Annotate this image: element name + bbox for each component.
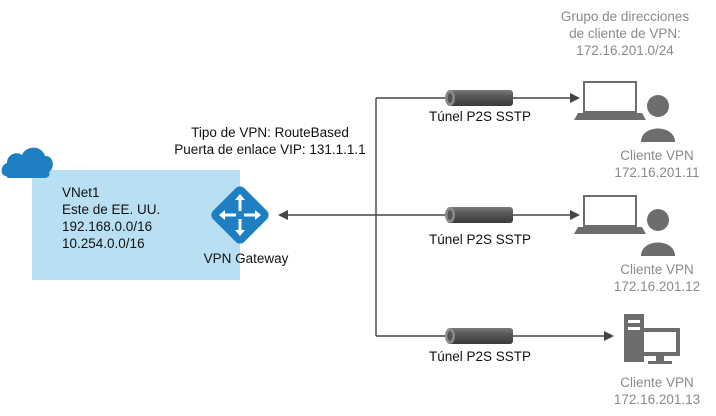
desktop-computer-icon (624, 314, 680, 364)
tunnel-pipe-3 (445, 328, 513, 344)
vnet-box (32, 170, 240, 280)
user-icon (641, 209, 675, 256)
gateway-vip: Puerta de enlace VIP: 131.1.1.1 (174, 142, 366, 157)
vnet-name: VNet1 (62, 185, 100, 200)
gateway-label: VPN Gateway (203, 251, 289, 266)
client-ip: 172.16.201.12 (613, 279, 701, 294)
cloud-icon (1, 147, 53, 178)
tunnel-pipe-2 (445, 207, 513, 223)
tunnel-label: Túnel P2S SSTP (428, 349, 532, 364)
tunnel-pipe-1 (445, 90, 513, 106)
laptop-icon (574, 195, 646, 234)
tunnel-label: Túnel P2S SSTP (428, 109, 532, 124)
pool-title: de cliente de VPN: (569, 26, 681, 41)
vpn-gateway-icon (211, 186, 269, 244)
address-pool: Grupo de direcciones de cliente de VPN: … (540, 8, 710, 59)
client-name: Cliente VPN (620, 262, 694, 277)
client-ip: 172.16.201.11 (614, 165, 700, 180)
vnet-details: VNet1 Este de EE. UU. 192.168.0.0/16 10.… (62, 184, 160, 252)
gateway-info: Tipo de VPN: RouteBased Puerta de enlace… (140, 124, 400, 158)
vnet-region: Este de EE. UU. (62, 202, 161, 217)
client-label: Cliente VPN 172.16.201.13 (592, 374, 716, 408)
vnet-address-space: 192.168.0.0/16 (62, 219, 153, 234)
pool-title: Grupo de direcciones (560, 9, 690, 24)
tunnel-label: Túnel P2S SSTP (428, 232, 532, 247)
client-ip: 172.16.201.13 (613, 392, 701, 407)
client-label: Cliente VPN 172.16.201.11 (592, 147, 716, 181)
laptop-icon (574, 81, 646, 120)
vpn-type: Tipo de VPN: RouteBased (191, 125, 349, 140)
client-name: Cliente VPN (620, 148, 694, 163)
client-label: Cliente VPN 172.16.201.12 (592, 261, 716, 295)
user-icon (641, 95, 675, 142)
pool-range: 172.16.201.0/24 (576, 43, 674, 58)
vnet-address-space: 10.254.0.0/16 (62, 236, 145, 251)
client-name: Cliente VPN (620, 375, 694, 390)
